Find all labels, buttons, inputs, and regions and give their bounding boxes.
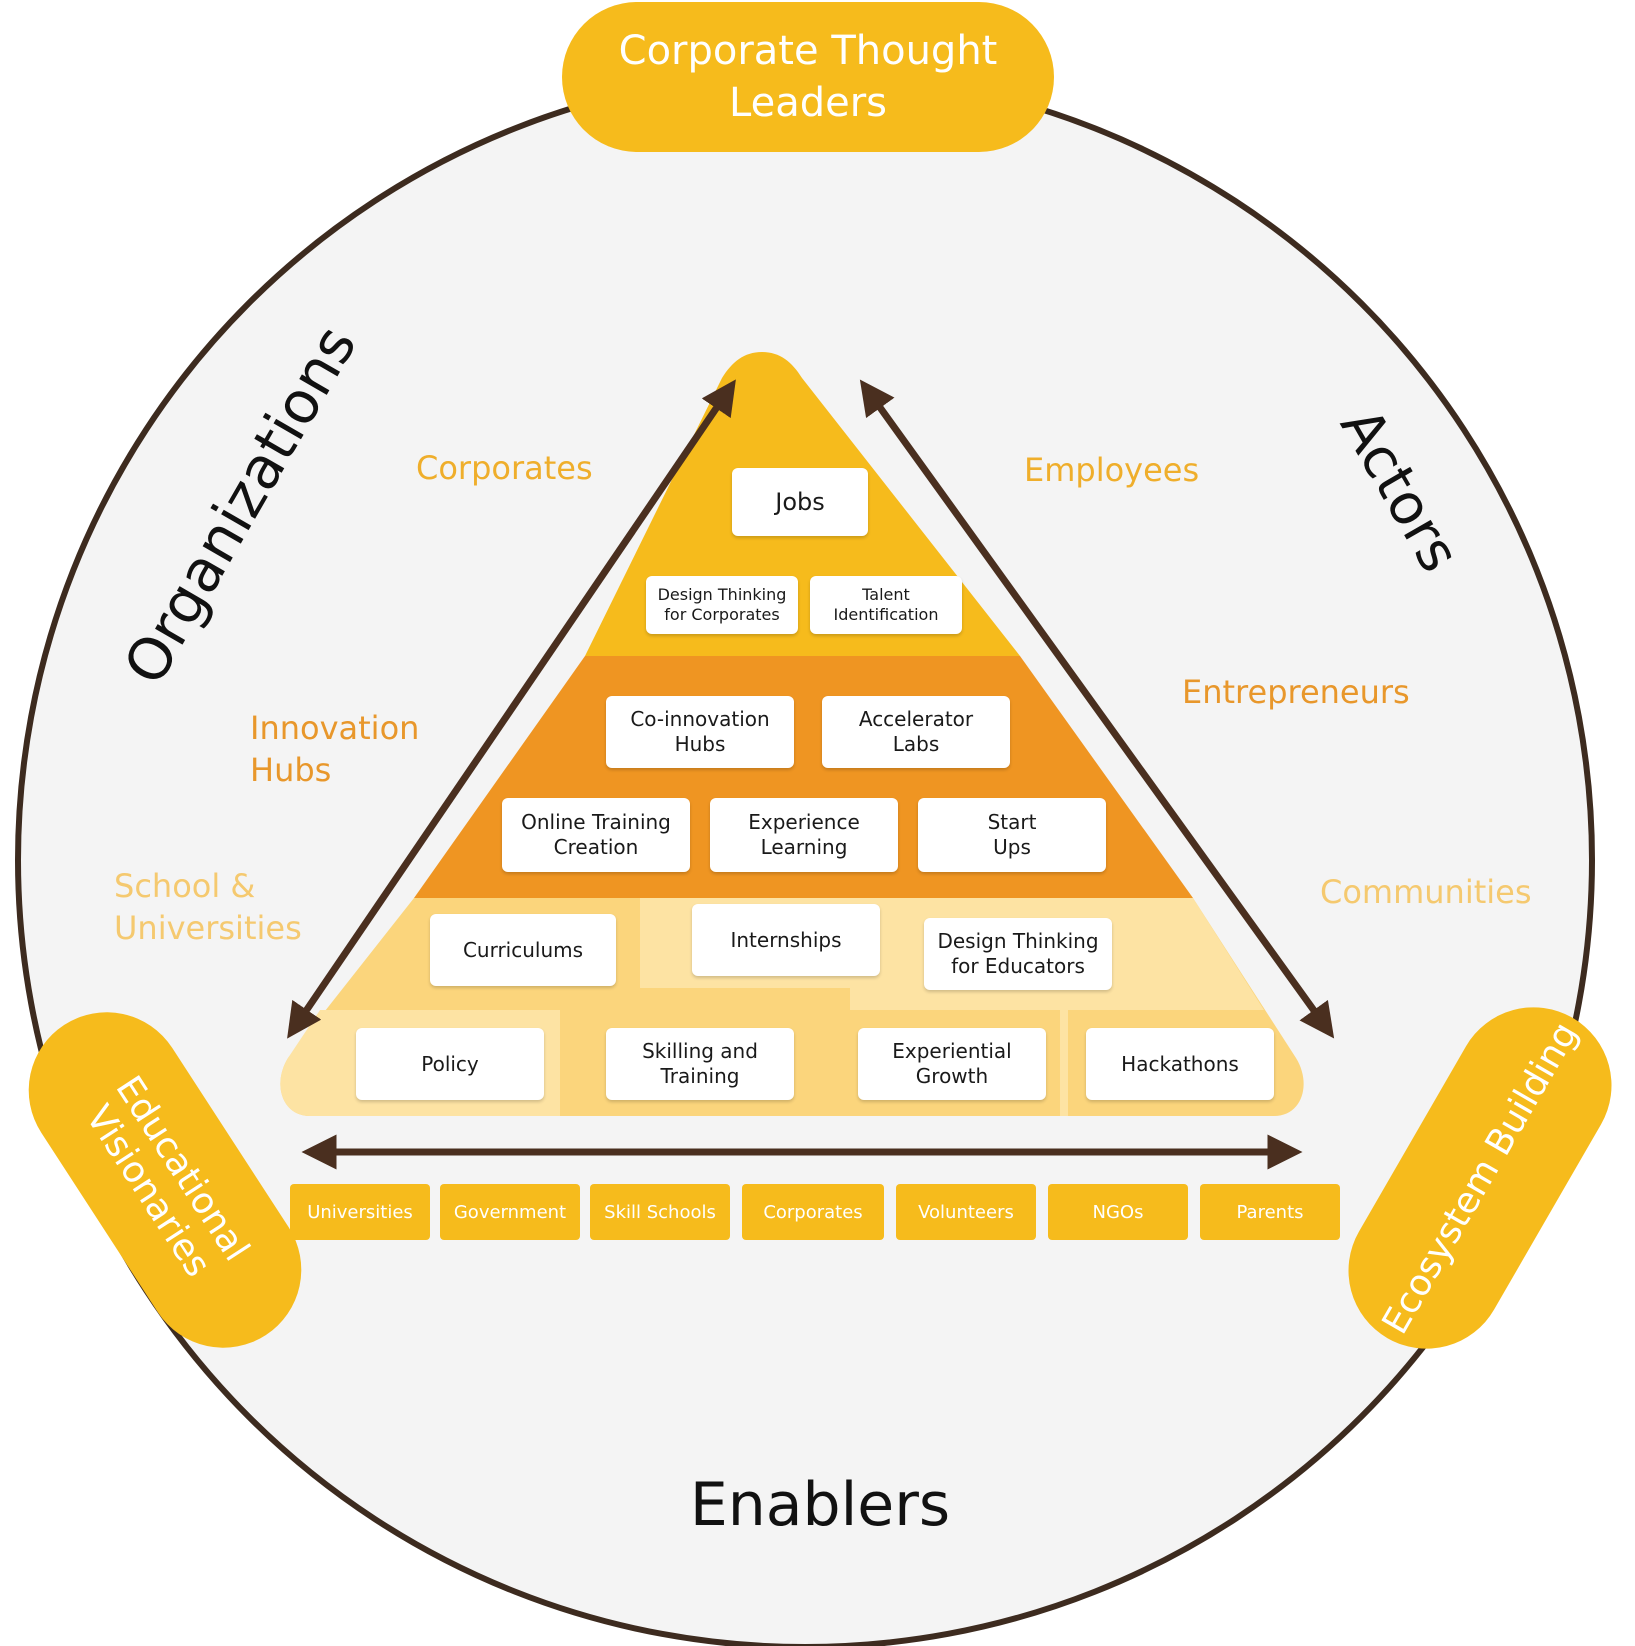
box-design-thinking-corporates: Design Thinking for Corporates bbox=[646, 576, 798, 634]
box-experiential-growth: Experiential Growth bbox=[858, 1028, 1046, 1100]
box-hackathons: Hackathons bbox=[1086, 1028, 1274, 1100]
organizations-arrow-icon bbox=[287, 379, 736, 1039]
pill-corporate-thought-leaders: Corporate Thought Leaders bbox=[562, 2, 1054, 152]
box-co-innovation-hubs: Co-innovation Hubs bbox=[606, 696, 794, 768]
enablers-label: Enablers bbox=[689, 1470, 951, 1540]
box-jobs: Jobs bbox=[732, 468, 868, 536]
box-experience-learning: Experience Learning bbox=[710, 798, 898, 872]
box-online-training: Online Training Creation bbox=[502, 798, 690, 872]
actor-communities: Communities bbox=[1320, 873, 1532, 911]
box-talent-identification: Talent Identification bbox=[810, 576, 962, 634]
enabler-chip-skill-schools: Skill Schools bbox=[590, 1184, 730, 1240]
organization-corporates: Corporates bbox=[416, 449, 593, 487]
box-design-thinking-educators: Design Thinking for Educators bbox=[924, 918, 1112, 990]
box-start-ups: Start Ups bbox=[918, 798, 1106, 872]
enabler-chip-universities: Universities bbox=[290, 1184, 430, 1240]
actors-arrow-icon bbox=[859, 379, 1335, 1039]
enabler-chip-government: Government bbox=[440, 1184, 580, 1240]
organization-innovation-hubs: Innovation Hubs bbox=[250, 709, 420, 789]
box-skilling-training: Skilling and Training bbox=[606, 1028, 794, 1100]
organization-schools: School & Universities bbox=[114, 867, 302, 947]
box-internships: Internships bbox=[692, 904, 880, 976]
box-curriculums: Curriculums bbox=[430, 914, 616, 986]
enabler-chip-volunteers: Volunteers bbox=[896, 1184, 1036, 1240]
enabler-chip-corporates: Corporates bbox=[742, 1184, 884, 1240]
enabler-chip-ngos: NGOs bbox=[1048, 1184, 1188, 1240]
box-policy: Policy bbox=[356, 1028, 544, 1100]
actor-entrepreneurs: Entrepreneurs bbox=[1182, 673, 1410, 711]
actor-employees: Employees bbox=[1024, 451, 1200, 489]
box-accelerator-labs: Accelerator Labs bbox=[822, 696, 1010, 768]
enabler-chip-parents: Parents bbox=[1200, 1184, 1340, 1240]
